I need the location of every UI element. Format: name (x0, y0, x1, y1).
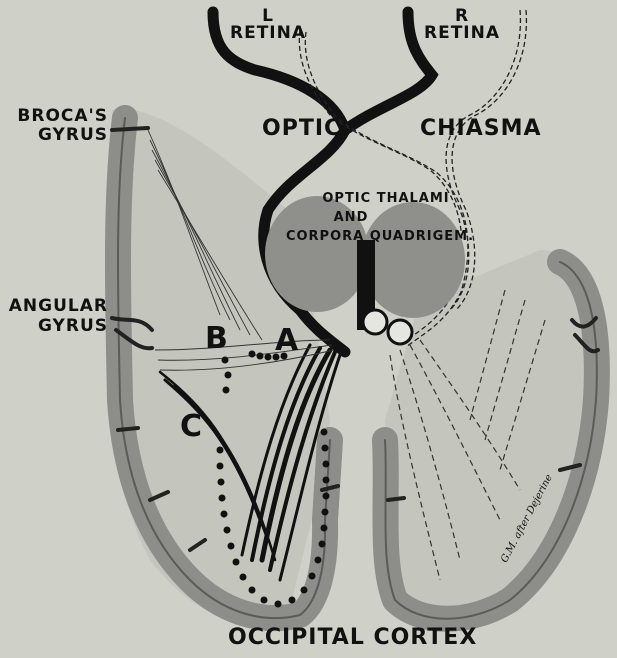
white-matter (108, 109, 605, 626)
optic-thalami-label: OPTIC THALAMI AND CORPORA QUADRIGEM. (286, 192, 486, 243)
occipital-cortex-label: OCCIPITAL CORTEX (228, 627, 477, 649)
right-retina-label: R RETINA (422, 8, 502, 42)
angular-gyrus-label: ANGULAR GYRUS (0, 298, 108, 335)
chiasma-label: CHIASMA (420, 118, 542, 140)
optic-label: OPTIC (262, 118, 341, 140)
point-b-label: B (205, 324, 229, 354)
point-a-label: A (275, 326, 299, 356)
point-c-label: C (180, 412, 203, 442)
left-retina-label: L RETINA (228, 8, 308, 42)
brocas-gyrus-label: BROCA'S GYRUS (0, 108, 108, 144)
